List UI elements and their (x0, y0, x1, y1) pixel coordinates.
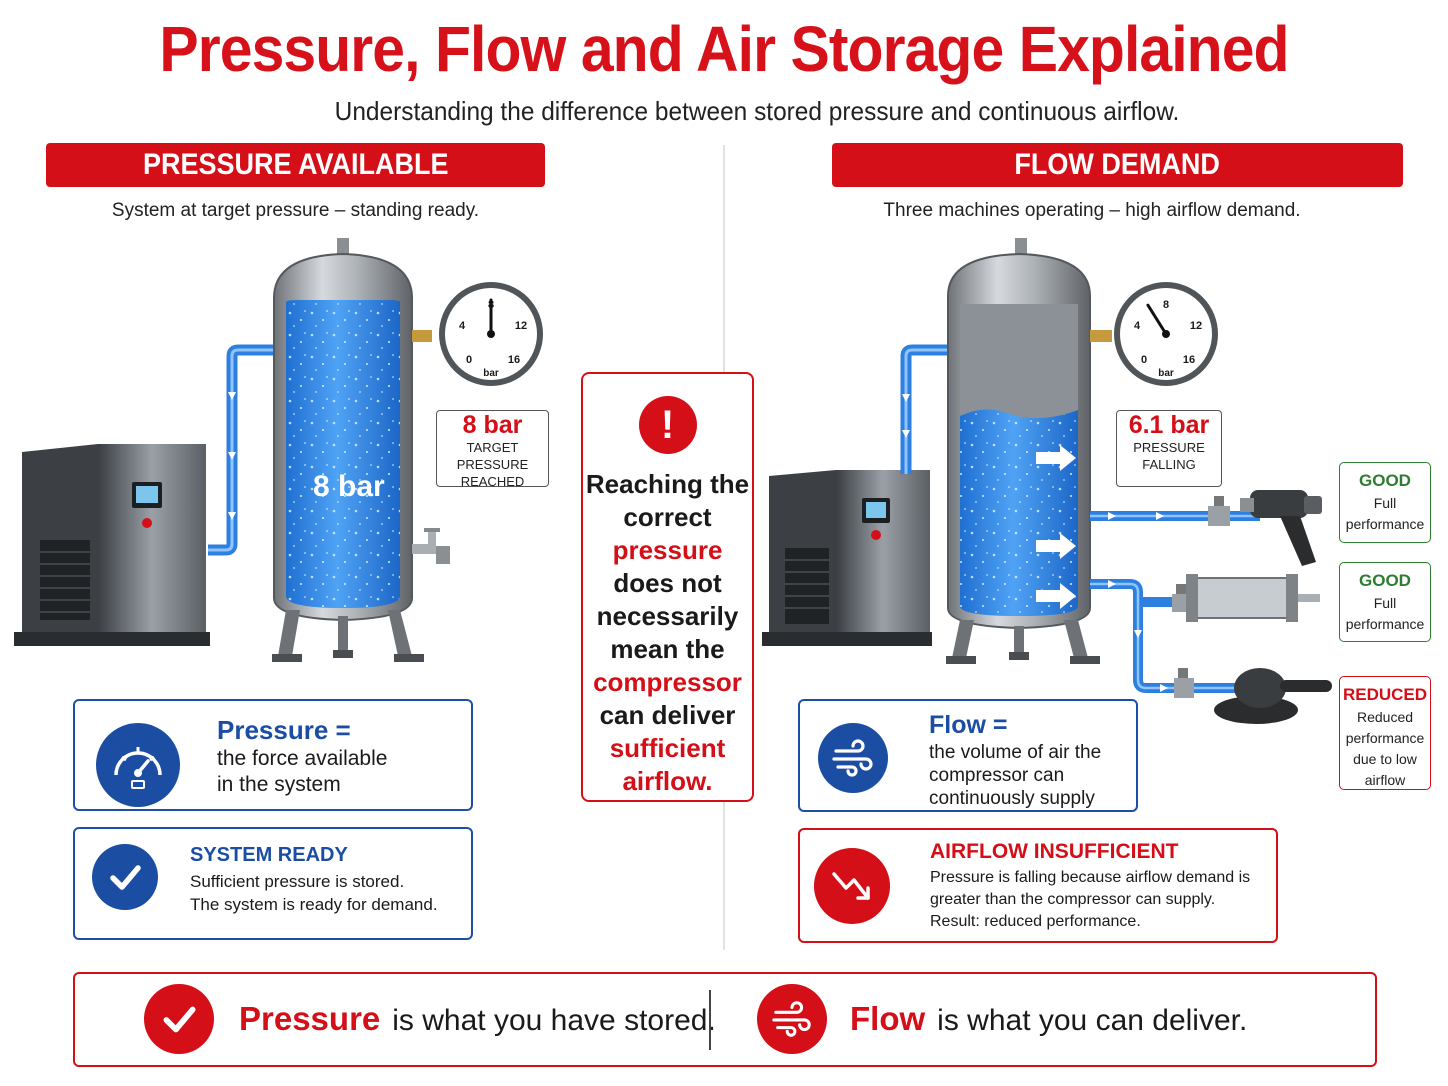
left-gauge-unit: bar (483, 368, 499, 379)
warning-line: necessarily (596, 601, 739, 631)
machine-status-desc: Full (1373, 495, 1397, 511)
flow-definition-box: Flow = the volume of air the compressor … (798, 699, 1138, 812)
airflow-insufficient-box: AIRFLOW INSUFFICIENT Pressure is falling… (798, 828, 1278, 943)
checkmark-icon (92, 844, 158, 910)
flow-definition-line-3: continuously supply (929, 788, 1095, 809)
warning-line-highlight: pressure (612, 535, 723, 565)
right-gauge-tick-0: 0 (1141, 354, 1147, 366)
flow-definition-title: Flow = (929, 711, 1008, 739)
status-box-cylinder: GOOD Full performance (1339, 562, 1431, 642)
flow-summary-text: is what you can deliver. (937, 1004, 1248, 1037)
warning-line-highlight: sufficient (609, 733, 726, 763)
warning-line: Reaching the (585, 469, 750, 499)
system-ready-line-2: The system is ready for demand. (190, 895, 438, 914)
left-caption: System at target pressure – standing rea… (111, 200, 480, 221)
warning-line: does not (613, 568, 722, 598)
left-pressure-status-1: TARGET PRESSURE (456, 440, 529, 472)
warning-line: can deliver (599, 700, 736, 730)
machine-status-desc: performance (1345, 516, 1425, 532)
pressure-definition-line-2: in the system (217, 773, 341, 796)
right-gauge-tick-12: 12 (1190, 320, 1202, 332)
left-gauge-tick-4: 4 (459, 320, 466, 332)
status-box-impact-wrench: GOOD Full performance (1339, 462, 1431, 543)
left-pressure-value: 8 bar (462, 411, 523, 439)
right-gauge-tick-16: 16 (1183, 354, 1195, 366)
machine-status: GOOD (1359, 571, 1411, 590)
wind-icon (757, 984, 827, 1054)
impact-wrench (1240, 490, 1322, 566)
pressure-definition-title: Pressure = (217, 715, 351, 745)
machine-status-desc: airflow (1364, 772, 1406, 788)
right-gauge-unit: bar (1158, 368, 1174, 379)
warning-line-highlight: airflow. (622, 766, 713, 796)
checkmark-icon (144, 984, 214, 1054)
warning-line: correct (623, 502, 712, 532)
gauge-icon (96, 723, 180, 807)
left-pressure-status-2: REACHED (460, 474, 525, 489)
footer-separator (709, 990, 711, 1050)
machine-status-desc: Full (1373, 595, 1397, 611)
right-pressure-tag: 6.1 bar PRESSURE FALLING (1116, 410, 1222, 487)
airflow-insufficient-line-2: greater than the compressor can supply. (930, 891, 1216, 908)
machine-status-desc: Reduced (1356, 709, 1414, 725)
left-gauge-tick-12: 12 (515, 320, 527, 332)
outlet-pipes (1090, 496, 1260, 698)
right-pressure-status-1: PRESSURE (1133, 440, 1205, 455)
warning-line: mean the (610, 634, 725, 664)
pressure-summary: Pressure is what you have stored. (239, 1000, 716, 1038)
airflow-insufficient-line-3: Result: reduced performance. (930, 913, 1141, 930)
right-gauge-needle (1146, 303, 1168, 336)
right-caption: Three machines operating – high airflow … (883, 200, 1301, 221)
machine-status-desc: performance (1345, 730, 1425, 746)
page-title: Pressure, Flow and Air Storage Explained (159, 13, 1289, 85)
flow-demand-banner: FLOW DEMAND (832, 143, 1403, 187)
pneumatic-cylinder (1186, 574, 1320, 622)
exclamation-icon: ! (638, 396, 697, 454)
trend-down-icon (814, 848, 890, 924)
right-pressure-status-2: FALLING (1142, 457, 1196, 472)
airflow-insufficient-line-1: Pressure is falling because airflow dema… (930, 869, 1251, 886)
machine-status-desc: due to low (1353, 751, 1417, 767)
system-ready-title: SYSTEM READY (190, 844, 348, 866)
right-gauge-tick-4: 4 (1134, 320, 1141, 332)
status-box-sander: REDUCED Reduced performance due to low a… (1339, 676, 1431, 790)
wind-icon (818, 723, 888, 793)
system-ready-box: SYSTEM READY Sufficient pressure is stor… (73, 827, 473, 940)
flow-definition-line-2: compressor can (929, 765, 1065, 786)
pressure-definition-line-1: the force available (217, 747, 388, 770)
right-gauge-tick-8: 8 (1163, 299, 1169, 311)
pressure-keyword: Pressure (239, 1000, 381, 1037)
page-subtitle: Understanding the difference between sto… (334, 96, 1180, 126)
machine-status: GOOD (1359, 471, 1411, 490)
orbital-sander (1214, 668, 1332, 724)
pressure-summary-text: is what you have stored. (392, 1004, 716, 1037)
pressure-definition-box: Pressure = the force available in the sy… (73, 699, 473, 811)
machine-status-desc: performance (1345, 616, 1425, 632)
left-gauge-tick-16: 16 (508, 354, 520, 366)
left-gauge-tick-0: 0 (466, 354, 472, 366)
right-pressure-value: 6.1 bar (1128, 411, 1210, 439)
right-tank (946, 238, 1100, 664)
right-gauge: 0 4 8 12 16 bar (1090, 282, 1218, 386)
left-tank-label: 8 bar (313, 470, 385, 503)
left-gauge: 0 4 8 12 16 bar (412, 282, 543, 386)
right-compressor (762, 470, 932, 646)
flow-definition-line-1: the volume of air the (929, 742, 1102, 763)
left-pressure-tag: 8 bar TARGET PRESSURE REACHED (436, 410, 549, 489)
system-ready-line-1: Sufficient pressure is stored. (190, 872, 405, 891)
pressure-available-banner: PRESSURE AVAILABLE (46, 143, 545, 187)
left-compressor (14, 444, 210, 646)
warning-callout: ! Reaching the correct pressure does not… (581, 372, 754, 802)
summary-footer: Pressure is what you have stored. Flow is … (73, 972, 1377, 1067)
left-tank (272, 238, 450, 662)
machine-status: REDUCED (1342, 685, 1428, 704)
flow-summary: Flow is what you can deliver. (850, 1000, 1247, 1038)
flow-keyword: Flow (850, 1000, 926, 1037)
airflow-insufficient-title: AIRFLOW INSUFFICIENT (930, 840, 1179, 863)
warning-line-highlight: compressor (593, 667, 742, 697)
